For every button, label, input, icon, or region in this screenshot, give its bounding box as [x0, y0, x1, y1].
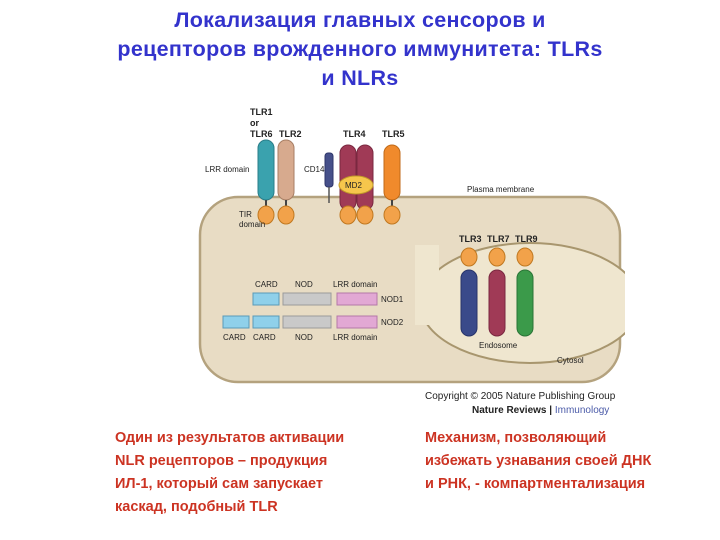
title-line-1: Локализация главных сенсоров и	[174, 8, 546, 32]
label-plasma-membrane: Plasma membrane	[467, 185, 535, 194]
label-or: or	[250, 118, 259, 128]
label-tlr2: TLR2	[279, 129, 302, 139]
title-line-2: рецепторов врожденного иммунитета: TLRs	[117, 37, 603, 61]
cd14-anchor	[324, 152, 334, 188]
journal-separator: |	[546, 405, 555, 416]
label-tlr1: TLR1	[250, 107, 273, 117]
note-right-line: избежать узнавания своей ДНК	[425, 453, 652, 469]
label-tlr4: TLR4	[343, 129, 366, 139]
tlr4-tir-left	[339, 205, 357, 225]
label-tir: TIR	[239, 210, 252, 219]
tlr7-ectodomain	[488, 269, 506, 337]
label-nod2: NOD2	[381, 318, 404, 327]
note-right-line: Механизм, позволяющий	[425, 430, 607, 446]
nod2-lrr	[336, 315, 378, 329]
note-left-line: NLR рецепторов – продукция	[115, 453, 328, 469]
nod2-nod	[282, 315, 332, 329]
endosome-fill	[415, 245, 439, 325]
tlr2-ectodomain	[277, 139, 295, 201]
tlr9-tir	[516, 247, 534, 267]
journal-section: Immunology	[554, 405, 610, 416]
label-md2: MD2	[345, 181, 362, 190]
label-tlr9: TLR9	[515, 234, 538, 244]
note-nlr-activation: Один из результатов активации NLR рецепт…	[115, 427, 344, 519]
nlr-footer-card-1: CARD	[223, 333, 246, 342]
label-tlr3: TLR3	[459, 234, 482, 244]
title-line-3: и NLRs	[321, 66, 399, 90]
tlr7-tir	[488, 247, 506, 267]
nlr-footer-nod: NOD	[295, 333, 313, 342]
nod2-card-1	[222, 315, 250, 329]
nlr-header-lrr: LRR domain	[333, 280, 377, 289]
label-nod1: NOD1	[381, 295, 404, 304]
copyright-line: Copyright © 2005 Nature Publishing Group	[425, 391, 616, 402]
note-compartmentalization: Механизм, позволяющий избежать узнавания…	[425, 427, 651, 496]
nod1-card	[252, 292, 280, 306]
note-left-line: ИЛ-1, который сам запускает	[115, 476, 324, 492]
md2-molecule	[338, 175, 374, 195]
tlr5-tir	[383, 205, 401, 225]
nlr-footer-lrr: LRR domain	[333, 333, 377, 342]
journal-credit: Nature Reviews | Immunology	[472, 405, 609, 416]
tlr4-tir-right	[356, 205, 374, 225]
label-tlr5: TLR5	[382, 129, 405, 139]
nod2-card-2	[252, 315, 280, 329]
nlr-header-nod: NOD	[295, 280, 313, 289]
label-tlr6: TLR6	[250, 129, 273, 139]
tlr2-tir	[277, 205, 295, 225]
tlr3-ectodomain	[460, 269, 478, 337]
label-tlr7: TLR7	[487, 234, 510, 244]
label-endosome: Endosome	[479, 341, 518, 350]
nlr-header-card: CARD	[255, 280, 278, 289]
receptor-localization-diagram: TLR1 or TLR6 TLR2 TLR4 TLR5 CD14 MD2 LRR…	[195, 105, 625, 420]
note-right-line: и РНК, - компартментализация	[425, 476, 646, 492]
label-tir-domain: domain	[239, 220, 265, 229]
tlr1-6-ectodomain	[257, 139, 275, 201]
tlr1-6-tir	[257, 205, 275, 225]
note-left-line: каскад, подобный TLR	[115, 499, 278, 515]
tlr9-ectodomain	[516, 269, 534, 337]
nod1-nod	[282, 292, 332, 306]
diagram-svg: TLR1 or TLR6 TLR2 TLR4 TLR5 CD14 MD2 LRR…	[198, 107, 625, 384]
label-cd14: CD14	[304, 165, 325, 174]
page-title: Локализация главных сенсоров и рецепторо…	[20, 6, 700, 93]
journal-name: Nature Reviews	[472, 405, 547, 416]
label-lrr-domain: LRR domain	[205, 165, 249, 174]
nod1-lrr	[336, 292, 378, 306]
tlr3-tir	[460, 247, 478, 267]
label-cytosol: Cytosol	[557, 356, 584, 365]
tlr5-ectodomain	[383, 144, 401, 201]
nlr-footer-card-2: CARD	[253, 333, 276, 342]
note-left-line: Один из результатов активации	[115, 430, 345, 446]
